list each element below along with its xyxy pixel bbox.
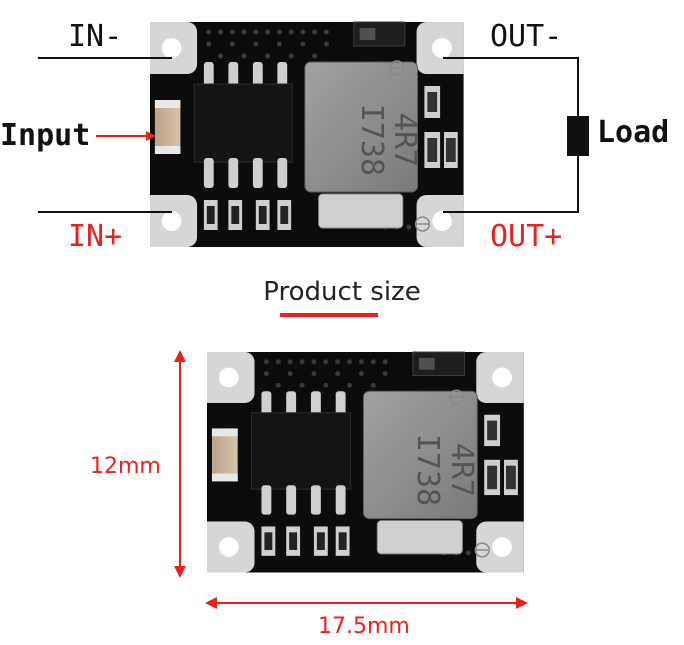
wires [38, 57, 579, 213]
label-out-plus: OUT+ [490, 219, 563, 254]
height-dimension-arrow [174, 350, 186, 578]
width-dimension-arrow [205, 597, 528, 609]
label-input: Input [0, 118, 91, 153]
height-dimension-label: 12mm [90, 454, 161, 479]
svg-text:4R7: 4R7 [444, 443, 479, 497]
product-size-title: Product size [263, 277, 421, 307]
width-dimension-label: 17.5mm [318, 614, 410, 639]
inductor-marking-bottom: 4R7 I738 [410, 434, 479, 506]
input-arrow-head [146, 131, 156, 141]
label-in-minus: IN- [68, 19, 123, 54]
svg-text:4R7: 4R7 [387, 113, 422, 167]
label-out-minus: OUT- [490, 19, 563, 54]
inductor-marking-top: 4R7 I738 [354, 104, 422, 176]
load-resistor [567, 116, 589, 156]
svg-text:I738: I738 [410, 434, 445, 506]
label-in-plus: IN+ [68, 219, 123, 254]
label-load: Load [597, 115, 670, 150]
svg-text:I738: I738 [354, 104, 389, 176]
title-underline [280, 313, 378, 317]
